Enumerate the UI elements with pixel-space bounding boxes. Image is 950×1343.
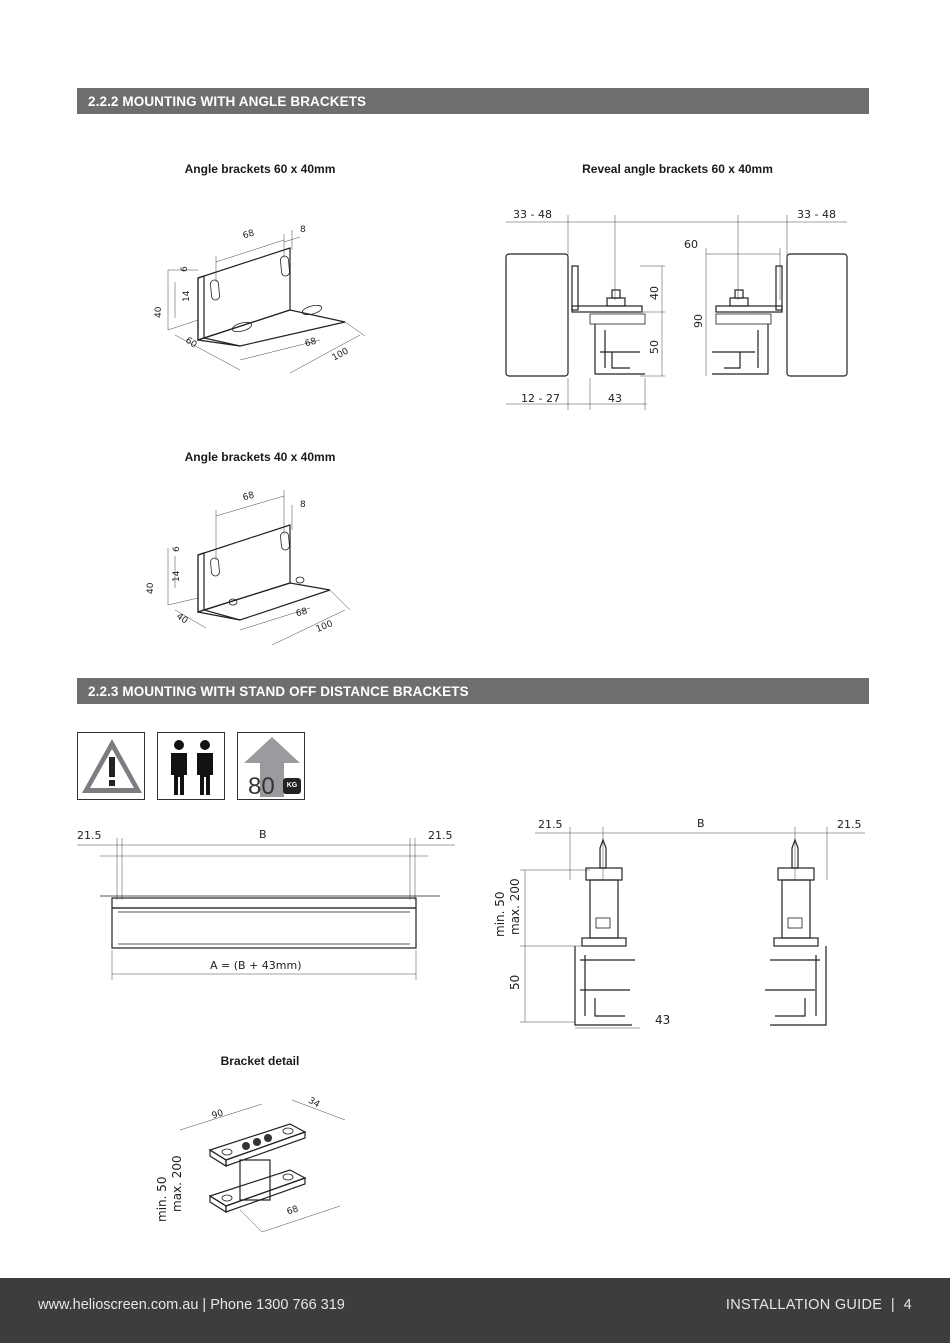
dim-43: 43 bbox=[608, 392, 622, 405]
caption-angle-brackets-40x40: Angle brackets 40 x 40mm bbox=[184, 450, 336, 464]
dim-right-range: 33 - 48 bbox=[797, 208, 836, 221]
warning-triangle-icon bbox=[77, 732, 145, 800]
page-footer: www.helioscreen.com.au | Phone 1300 766 … bbox=[0, 1278, 950, 1343]
dim-60: 60 bbox=[684, 238, 698, 251]
dim-min-50: min. 50 bbox=[155, 1176, 169, 1222]
footer-page-label: INSTALLATION GUIDE | 4 bbox=[725, 1297, 912, 1313]
dim-21-5-right: 21.5 bbox=[837, 818, 862, 831]
dim-max-200: max. 200 bbox=[170, 1155, 184, 1212]
dim-8: 8 bbox=[300, 225, 306, 235]
section-header-2-2-3: 2.2.3 MOUNTING WITH STAND OFF DISTANCE B… bbox=[77, 678, 869, 704]
two-persons-icon bbox=[157, 732, 225, 800]
dim-b: B bbox=[259, 828, 267, 841]
dim-left-range: 33 - 48 bbox=[513, 208, 552, 221]
section-header-2-2-2: 2.2.2 MOUNTING WITH ANGLE BRACKETS bbox=[77, 88, 869, 114]
dim-43: 43 bbox=[655, 1013, 671, 1027]
dim-21-5-left: 21.5 bbox=[538, 818, 563, 831]
caption-angle-brackets-60x40: Angle brackets 60 x 40mm bbox=[184, 162, 336, 176]
dim-b: B bbox=[697, 817, 705, 830]
dim-21-5-right: 21.5 bbox=[428, 829, 453, 842]
weight-icon: 80 KG bbox=[237, 732, 305, 800]
caption-bracket-detail: Bracket detail bbox=[220, 1054, 300, 1068]
weight-unit: KG bbox=[283, 778, 301, 794]
caption-reveal-angle-brackets: Reveal angle brackets 60 x 40mm bbox=[582, 162, 773, 176]
weight-value: 80 bbox=[248, 773, 275, 800]
dim-bottom-range: 12 - 27 bbox=[521, 392, 560, 405]
dim-21-5-left: 21.5 bbox=[77, 829, 102, 842]
dim-formula: A = (B + 43mm) bbox=[210, 959, 302, 972]
dim-8: 8 bbox=[300, 500, 306, 510]
footer-contact: www.helioscreen.com.au | Phone 1300 766 … bbox=[38, 1297, 345, 1313]
